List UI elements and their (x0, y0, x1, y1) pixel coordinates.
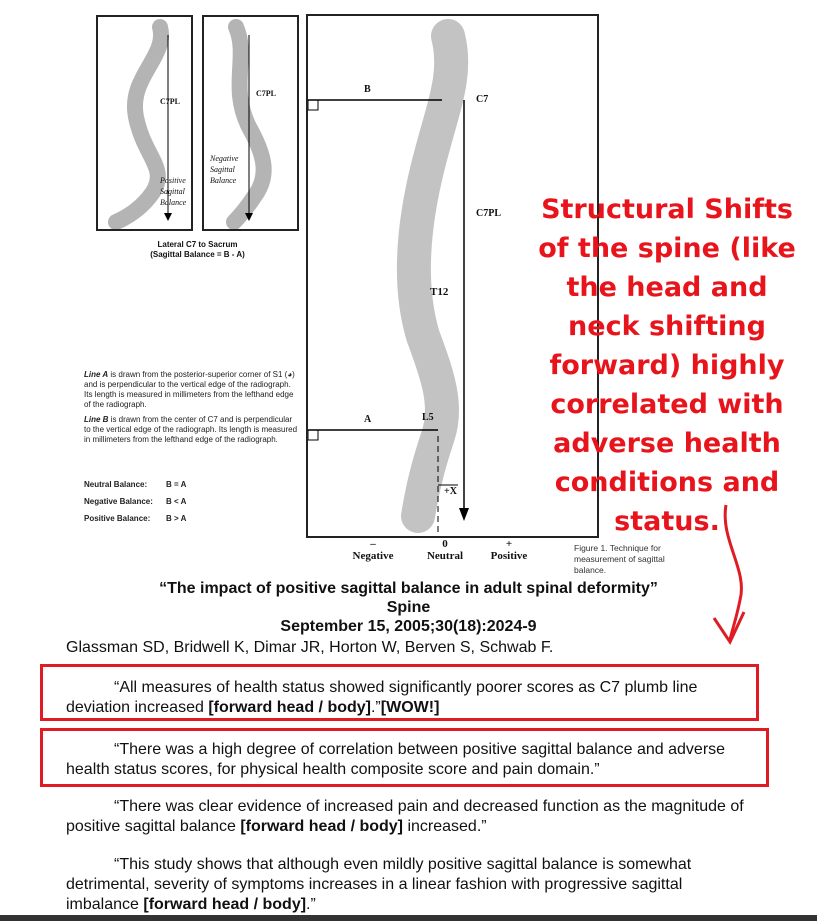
c7pl-label: C7PL (160, 97, 180, 106)
balance-definitions: Neutral Balance:B = A Negative Balance:B… (84, 480, 187, 523)
c7pl-label: C7PL (476, 208, 501, 219)
c7pl-label: C7PL (256, 89, 276, 98)
quote-1: “All measures of health status showed si… (66, 679, 698, 716)
line-a-label: A (364, 414, 372, 425)
c7-label: C7 (476, 94, 489, 105)
quote-4: “This study shows that although even mil… (66, 856, 692, 913)
figure-1-caption: Figure 1. Technique for measurement of s… (574, 543, 665, 575)
article-title: “The impact of positive sagittal balance… (159, 580, 658, 597)
quote-2: “There was a high degree of correlation … (66, 741, 726, 778)
bottom-border (0, 915, 817, 921)
quote-3: “There was clear evidence of increased p… (66, 798, 744, 835)
line-a-description: Line A is drawn from the posterior-super… (84, 370, 295, 409)
journal-name: Spine (386, 599, 431, 616)
spine-illustration (108, 19, 172, 230)
line-b-description: Line B is drawn from the center of C7 an… (84, 415, 298, 444)
spine-illustration (226, 19, 272, 230)
publication-date: September 15, 2005;30(18):2024-9 (280, 618, 537, 635)
annotation-text: Structural Shifts of the spine (like the… (538, 194, 796, 537)
authors: Glassman SD, Bridwell K, Dimar JR, Horto… (66, 639, 554, 656)
x-label: +X (444, 486, 457, 497)
l5-label: L5 (422, 412, 434, 423)
main-spine-illustration (308, 19, 469, 536)
red-arrow-icon (712, 504, 746, 646)
main-spine-figure: B C7 C7PL T12 A L5 +X (306, 14, 599, 538)
line-b-label: B (364, 84, 371, 95)
highlight-box (40, 664, 759, 721)
highlight-box (40, 728, 769, 787)
figure-caption-lateral: Lateral C7 to Sacrum(Sagittal Balance = … (150, 240, 245, 259)
t12-label: T12 (430, 286, 449, 298)
